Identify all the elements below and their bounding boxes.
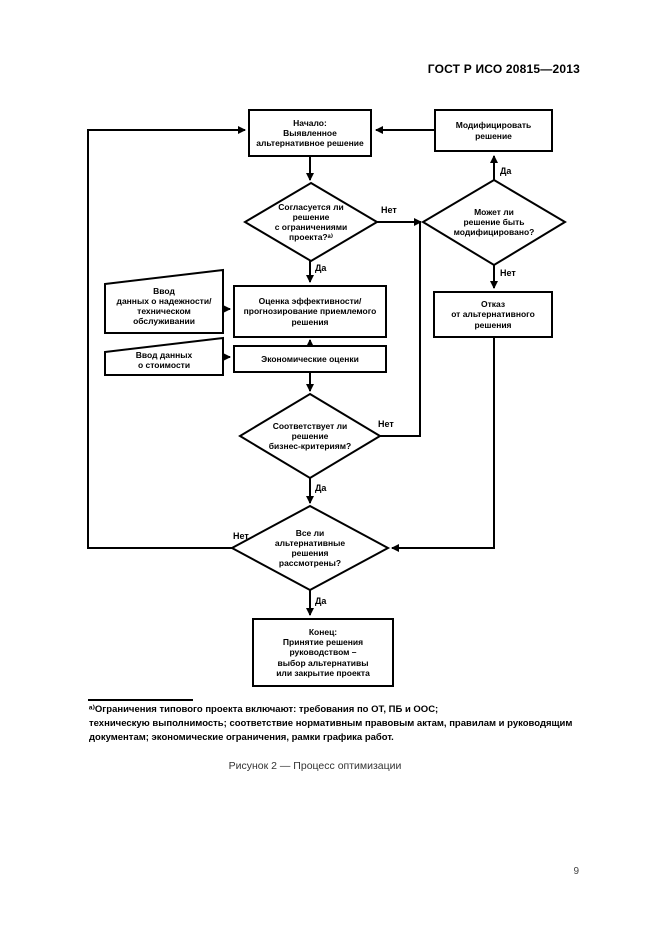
label-no-all-considered: Нет (233, 531, 249, 541)
node-reject: Отказ от альтернативного решения (433, 291, 553, 338)
manual-input-cost-shape (104, 336, 224, 376)
node-modify: Модифицировать решение (434, 109, 553, 152)
node-constraints-question: Согласуется ли решение с ограничениями п… (274, 201, 348, 243)
footnote-separator (88, 699, 193, 701)
decision-constraints-diamond (243, 181, 379, 263)
label-yes-business: Да (315, 483, 327, 493)
decision-modifiable-diamond (421, 178, 567, 267)
label-yes-modifiable: Да (500, 166, 512, 176)
node-input-reliability: Ввод данных о надежности/ техническом об… (116, 285, 212, 327)
decision-all-considered-diamond (229, 504, 391, 592)
label-yes-constraints: Да (315, 263, 327, 273)
node-economic: Экономические оценки (233, 345, 387, 373)
node-evaluation: Оценка эффективности/ прогнозирование пр… (233, 285, 387, 338)
footnote-text: ᵃ⁾Ограничения типового проекта включают:… (89, 704, 573, 744)
figure-caption: Рисунок 2 — Процесс оптимизации (228, 760, 402, 772)
label-yes-all-considered: Да (315, 596, 327, 606)
node-business-question: Соответствует ли решение бизнес-критерия… (268, 420, 352, 452)
connector-lines (87, 126, 498, 616)
page-header: ГОСТ Р ИСО 20815—2013 (427, 62, 580, 76)
manual-input-reliability-shape (104, 268, 224, 334)
node-end: Конец: Принятие решения руководством – в… (252, 618, 394, 687)
label-no-modifiable: Нет (500, 268, 516, 278)
label-no-constraints: Нет (381, 205, 397, 215)
node-start: Начало: Выявленное альтернативное решени… (248, 109, 372, 157)
decision-business-diamond (238, 392, 382, 480)
node-modifiable-question: Может ли решение быть модифицировано? (453, 206, 535, 238)
line-business-no-merge (380, 222, 421, 437)
arrow-reject-to-all (391, 338, 495, 552)
arrow-all-no-loop (87, 126, 246, 549)
node-all-considered-question: Все ли альтернативные решения рассмотрен… (274, 527, 346, 569)
page-number: 9 (573, 866, 579, 877)
node-input-cost: Ввод данных о стоимости (135, 349, 193, 370)
label-no-business: Нет (378, 419, 394, 429)
